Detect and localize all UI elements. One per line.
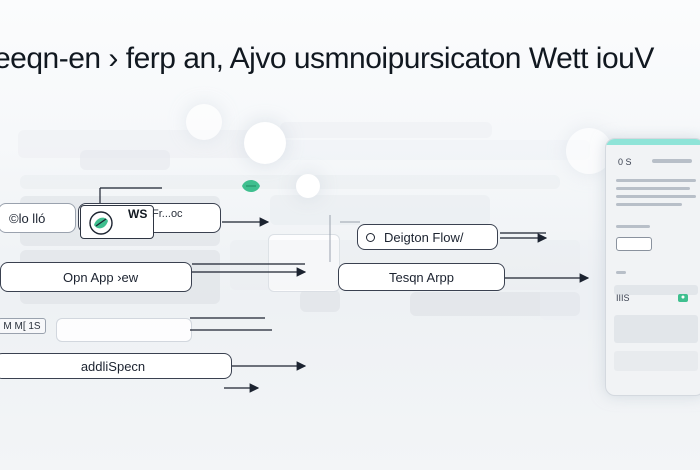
ghost-panel <box>268 234 340 292</box>
ghost-panel <box>80 150 170 170</box>
phone-header-badge: 0 S <box>618 157 632 167</box>
ghost-circle <box>296 174 320 198</box>
phone-content-block <box>614 285 698 295</box>
ghost-panel <box>270 195 490 225</box>
ghost-panel <box>300 290 340 312</box>
phone-text-line <box>616 187 690 190</box>
ghost-panel <box>280 122 492 138</box>
phone-footer-left: IIIS <box>616 293 630 303</box>
test-app-label: Tesqn Arpp <box>388 269 455 285</box>
ghost-panel <box>410 292 580 316</box>
circle-icon <box>366 232 375 242</box>
small-node[interactable]: ©lo lló <box>0 203 76 233</box>
phone-input <box>616 237 652 251</box>
phone-text-line <box>616 179 696 182</box>
design-flow-node[interactable]: Deigton Flow/ <box>357 224 498 250</box>
phone-text-line <box>616 271 626 274</box>
leaf-logo-icon <box>89 211 113 235</box>
ghost-circle <box>186 104 222 140</box>
phone-text-line <box>616 225 650 228</box>
phone-accent-bar <box>606 139 700 145</box>
ghost-circle <box>566 128 612 174</box>
open-app-flow-node[interactable]: Opn App ›ew <box>0 262 192 292</box>
ghost-circle <box>244 122 286 164</box>
phone-text-line <box>616 195 696 198</box>
phone-content-block <box>614 315 698 343</box>
mw-chip-label: M M[ 1S <box>3 320 41 332</box>
phone-status-dot: ● <box>678 294 688 302</box>
phone-text-line <box>652 159 692 163</box>
ws-flow-sub: Fr...oc <box>152 208 183 220</box>
ws-flow-card <box>80 205 154 239</box>
small-node-label: ©lo lló <box>9 210 46 226</box>
open-app-flow-label: Opn App ›ew <box>63 269 139 285</box>
design-flow-label: Deigton Flow/ <box>384 229 464 245</box>
green-leaf-icon <box>242 180 260 192</box>
phone-mockup: 0 S IIIS ● <box>605 138 700 396</box>
mw-chip[interactable]: M M[ 1S <box>0 318 46 334</box>
ws-flow-badge: WS <box>128 207 148 221</box>
ghost-panel <box>56 318 192 342</box>
phone-content-block <box>614 351 698 371</box>
add-spec-node[interactable]: addliSpecn <box>0 353 232 379</box>
ghost-panel <box>250 140 590 160</box>
test-app-node[interactable]: Tesqn Arpp <box>338 263 505 291</box>
phone-text-line <box>616 203 682 206</box>
add-spec-label: addliSpecn <box>80 358 146 374</box>
page-title: eeqn-en › ferp an, Ajvo usmnoipursicaton… <box>0 42 654 75</box>
ghost-panel <box>540 240 610 320</box>
ghost-panel <box>20 175 560 189</box>
